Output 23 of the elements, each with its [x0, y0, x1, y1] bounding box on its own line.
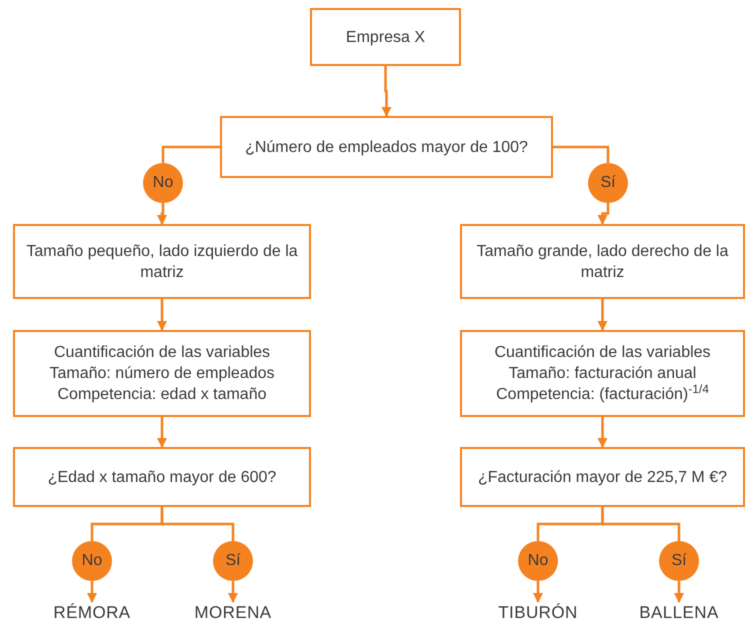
connector-arrow [598, 417, 608, 448]
connector-arrow [157, 203, 167, 225]
connector-arrow [87, 581, 97, 603]
process-box: Tamaño grande, lado derecho de la matriz [460, 224, 745, 299]
connector-arrow [157, 417, 167, 448]
process-box: Empresa X [310, 8, 461, 66]
process-box: ¿Número de empleados mayor de 100? [220, 116, 553, 178]
outcome-label: MORENA [183, 602, 283, 624]
connector-arrow [674, 581, 684, 603]
process-box: Tamaño pequeño, lado izquierdo de la matriz [13, 224, 311, 299]
connector-arrow [598, 203, 610, 225]
process-box: ¿Facturación mayor de 225,7 M €? [460, 447, 745, 507]
outcome-label: BALLENA [629, 602, 729, 624]
process-box: ¿Edad x tamaño mayor de 600? [13, 447, 311, 507]
outcome-label: RÉMORA [42, 602, 142, 624]
connector-arrow [382, 66, 392, 117]
process-box: Cuantificación de las variables Tamaño: número de empleados Competencia: edad x tamaño [13, 330, 311, 417]
connector-arrow [228, 581, 238, 603]
connector-arrow [157, 299, 167, 331]
process-box: Cuantificación de las variables Tamaño: facturación anual Competencia: (facturación)$^{-1/4}$ [460, 330, 745, 417]
connector-arrow [598, 299, 608, 331]
outcome-label: TIBURÓN [488, 602, 588, 624]
connector-arrow [533, 581, 543, 603]
